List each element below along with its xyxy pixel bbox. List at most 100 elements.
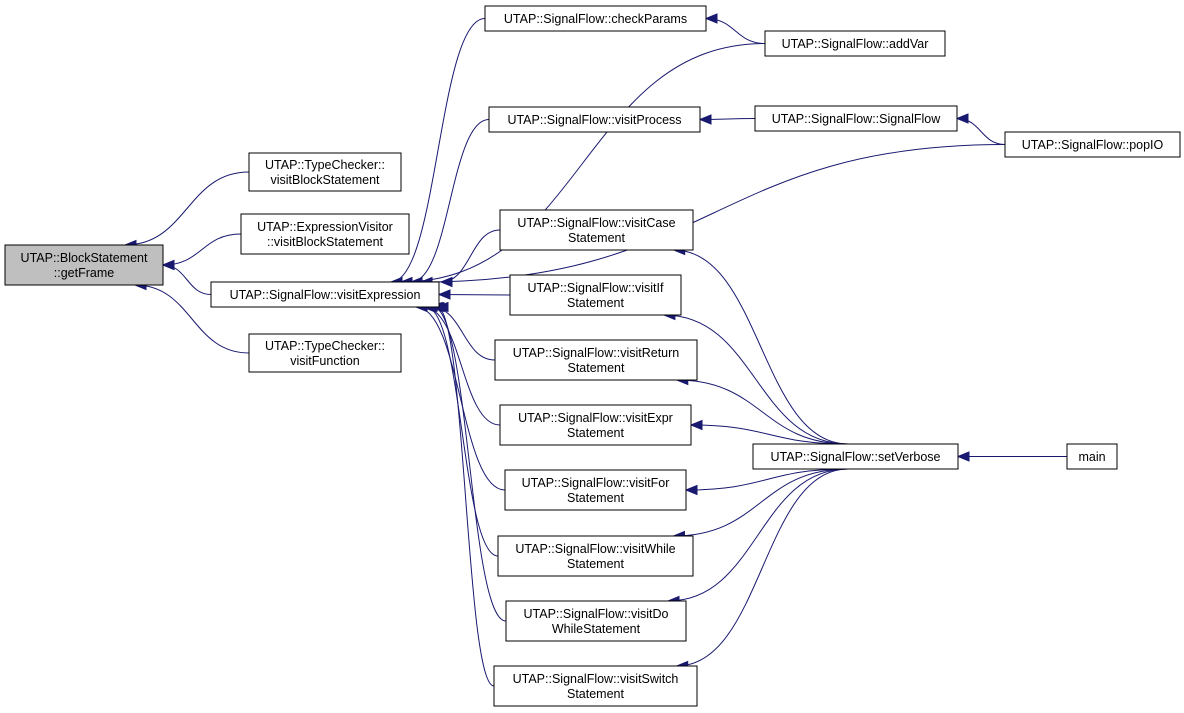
edge-addVar-to-checkParams <box>704 13 766 44</box>
edge-arrowhead <box>439 276 453 288</box>
node-label: UTAP::SignalFlow::visitFor <box>522 476 670 490</box>
node-box <box>248 333 402 373</box>
node-box <box>484 5 707 32</box>
node-label: UTAP::SignalFlow::visitProcess <box>507 113 681 127</box>
node-box <box>499 404 692 446</box>
edge-line <box>676 379 849 445</box>
edge-visitCase-to-visitExpression <box>439 229 501 288</box>
edge-line <box>420 144 1006 283</box>
node-label: Statement <box>567 426 625 440</box>
edge-visitProcess-to-visitExpression <box>409 119 490 288</box>
edge-setVerbose-to-visitSwitch <box>675 468 849 672</box>
node-tcVisitBlock[interactable]: UTAP::TypeChecker::visitBlockStatement <box>248 152 402 192</box>
edge-arrowhead <box>689 419 703 431</box>
node-label: UTAP::TypeChecker:: <box>265 339 385 353</box>
edge-arrowhead <box>435 301 449 313</box>
edge-arrowhead <box>161 259 175 271</box>
node-label: Statement <box>567 557 625 571</box>
node-label: UTAP::SignalFlow::visitWhile <box>515 542 675 556</box>
call-nodes: UTAP::BlockStatement::getFrameUTAP::Type… <box>4 5 1181 707</box>
node-label: UTAP::SignalFlow::visitSwitch <box>513 672 679 686</box>
edge-arrowhead <box>684 484 698 496</box>
node-label: ::getFrame <box>54 266 114 280</box>
node-box <box>240 213 410 255</box>
edge-line <box>956 118 1006 145</box>
node-box <box>248 152 402 192</box>
node-box <box>504 469 687 511</box>
edge-main-to-setVerbose <box>956 451 1067 462</box>
edge-visitFor-to-visitExpression <box>414 301 506 491</box>
node-label: UTAP::SignalFlow::visitExpression <box>230 288 421 302</box>
node-label: WhileStatement <box>552 622 641 636</box>
node-label: Statement <box>568 361 626 375</box>
edge-line <box>162 264 212 295</box>
node-label: UTAP::SignalFlow::checkParams <box>504 12 687 26</box>
node-addVar[interactable]: UTAP::SignalFlow::addVar <box>764 30 946 57</box>
node-label: Statement <box>567 491 625 505</box>
edge-arrowhead <box>704 13 718 24</box>
node-visitExpression[interactable]: UTAP::SignalFlow::visitExpression <box>210 281 440 308</box>
edge-evVisitBlock-to-getFrame <box>161 233 242 271</box>
node-box <box>210 281 440 308</box>
node-label: main <box>1078 450 1105 464</box>
edge-line <box>415 306 506 491</box>
edge-popIO-to-signalFlow <box>955 113 1006 145</box>
node-box <box>1004 131 1181 158</box>
edge-line <box>400 43 766 283</box>
node-label: visitFunction <box>290 354 360 368</box>
node-label: UTAP::SignalFlow::visitDo <box>524 607 669 621</box>
node-popIO[interactable]: UTAP::SignalFlow::popIO <box>1004 131 1181 158</box>
node-label: UTAP::SignalFlow::visitCase <box>517 216 675 230</box>
edge-line <box>430 306 496 361</box>
node-label: UTAP::SignalFlow::visitReturn <box>513 346 680 360</box>
node-box <box>752 443 959 470</box>
node-signalFlow[interactable]: UTAP::SignalFlow::SignalFlow <box>754 105 958 132</box>
node-label: Statement <box>567 687 625 701</box>
node-evVisitBlock[interactable]: UTAP::ExpressionVisitor::visitBlockState… <box>240 213 410 255</box>
node-label: UTAP::SignalFlow::visitIf <box>528 281 664 295</box>
edge-tcVisitBlock-to-getFrame <box>123 171 250 251</box>
edge-signalFlow-to-visitProcess <box>698 114 756 125</box>
node-main[interactable]: main <box>1066 443 1118 470</box>
edge-arrowhead <box>955 113 969 124</box>
edge-line <box>390 18 486 283</box>
node-box <box>494 339 698 381</box>
edge-line <box>676 468 849 667</box>
node-label: UTAP::SignalFlow::visitExpr <box>518 411 673 425</box>
node-label: Statement <box>568 231 626 245</box>
edge-line <box>410 119 490 283</box>
node-box <box>509 274 682 316</box>
node-box <box>505 600 687 642</box>
node-box <box>499 209 694 251</box>
edge-line <box>422 306 501 426</box>
edge-visitIf-to-visitExpression <box>437 289 511 300</box>
node-box <box>497 535 694 577</box>
edge-line <box>685 468 849 491</box>
edge-line <box>162 233 242 266</box>
edge-line <box>440 229 501 283</box>
node-visitProcess[interactable]: UTAP::SignalFlow::visitProcess <box>488 106 701 133</box>
node-box <box>4 244 164 286</box>
node-box <box>754 105 958 132</box>
node-checkParams[interactable]: UTAP::SignalFlow::checkParams <box>484 5 707 32</box>
edge-line <box>436 306 495 687</box>
edge-arrowhead <box>698 114 712 125</box>
node-getFrame[interactable]: UTAP::BlockStatement::getFrame <box>4 244 164 286</box>
node-label: UTAP::TypeChecker:: <box>265 158 385 172</box>
edge-visitWhile-to-visitExpression <box>424 301 499 557</box>
node-tcVisitFunction[interactable]: UTAP::TypeChecker::visitFunction <box>248 333 402 373</box>
edge-line <box>663 314 849 445</box>
node-setVerbose[interactable]: UTAP::SignalFlow::setVerbose <box>752 443 959 470</box>
node-label: ::visitBlockStatement <box>267 235 384 249</box>
edge-setVerbose-to-visitCase <box>672 244 849 445</box>
edge-arrowhead <box>956 451 970 462</box>
edge-setVerbose-to-visitFor <box>684 468 849 496</box>
